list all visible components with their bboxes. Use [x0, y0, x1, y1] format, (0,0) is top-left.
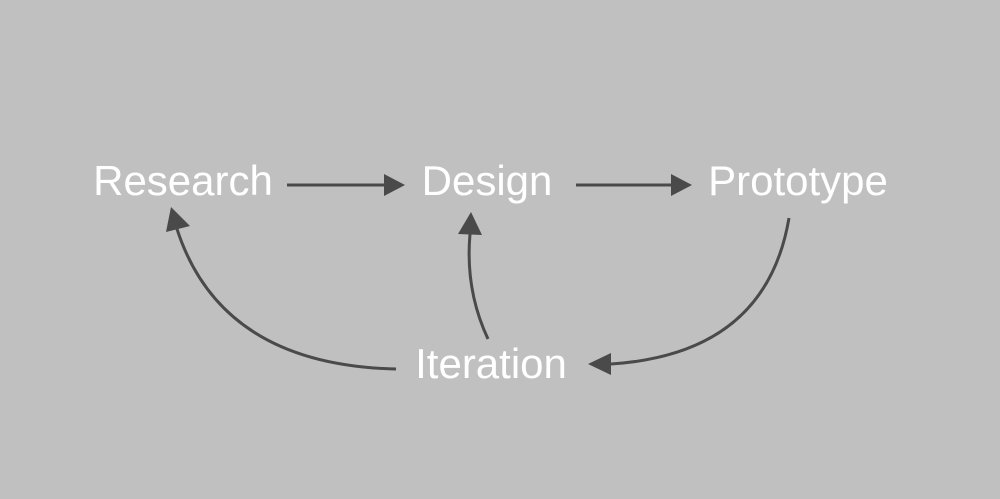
edge-iteration-to-research: [166, 207, 397, 371]
node-iteration: Iteration: [415, 340, 567, 387]
node-prototype: Prototype: [708, 157, 888, 204]
edge-prototype-to-iteration: [588, 217, 791, 375]
node-research: Research: [93, 157, 273, 204]
edge-design-to-prototype: [576, 174, 692, 196]
edge-research-to-design: [287, 174, 405, 196]
node-design: Design: [421, 157, 553, 204]
edge-iteration-to-design: [458, 212, 490, 340]
